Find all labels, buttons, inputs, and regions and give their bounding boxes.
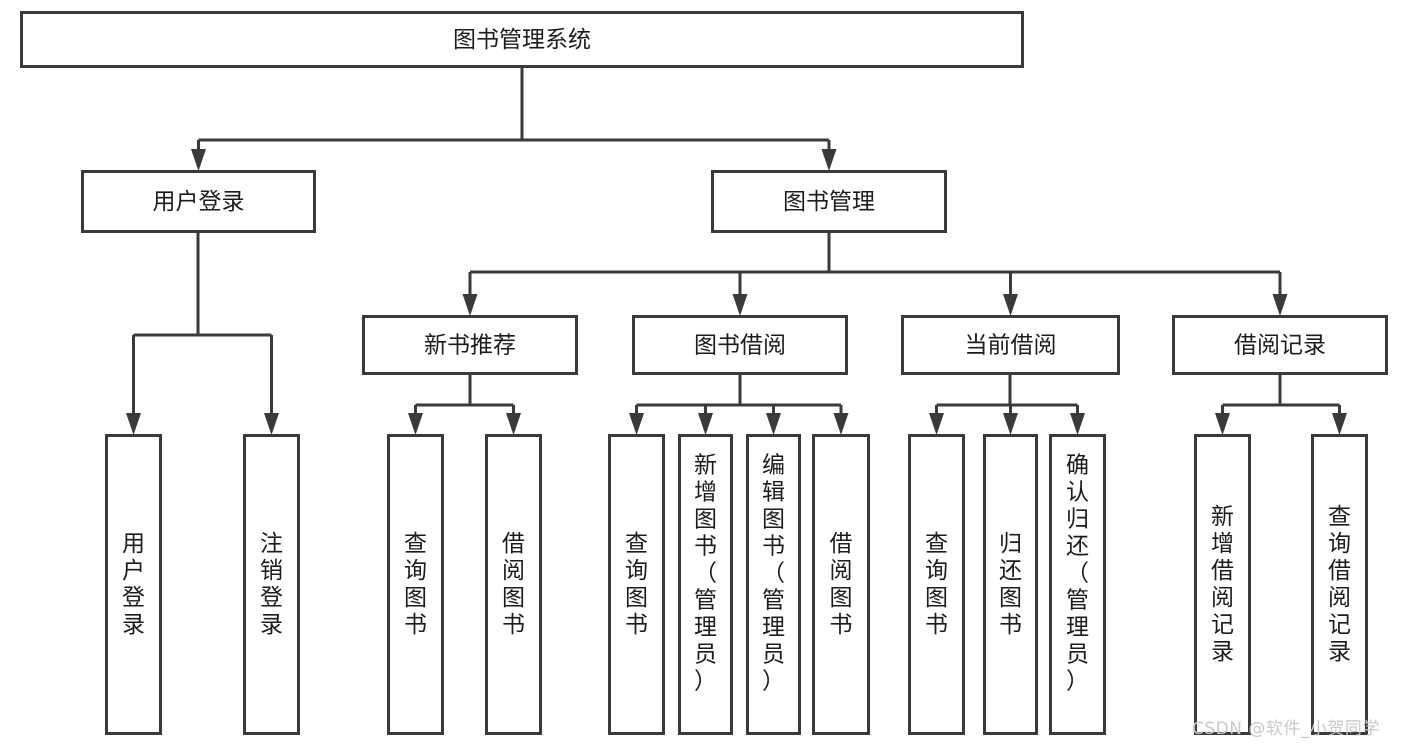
node-new-book-recommend[interactable]: 新书推荐 <box>362 315 578 375</box>
node-leaf-borrow-book-2[interactable]: 借阅图书 <box>812 434 870 735</box>
node-label: 查询图书 <box>625 531 648 638</box>
node-label: 查询图书 <box>404 531 427 638</box>
node-label: 借阅图书 <box>502 531 525 638</box>
node-leaf-borrow-book-1[interactable]: 借阅图书 <box>485 434 542 735</box>
node-label: 借阅图书 <box>830 531 853 638</box>
node-label: 图书管理系统 <box>453 27 591 53</box>
node-label: 注销登录 <box>260 531 283 638</box>
node-leaf-confirm-return[interactable]: 确认归还（管理员） <box>1049 434 1106 735</box>
edge-group-new-book-recommend <box>408 375 521 435</box>
node-leaf-query-book-1[interactable]: 查询图书 <box>387 434 444 735</box>
node-label: 当前借阅 <box>965 333 1057 359</box>
node-label: 用户登录 <box>153 189 245 215</box>
edges-layer <box>126 68 1347 435</box>
node-label: 确认归还（管理员） <box>1066 452 1089 694</box>
node-leaf-edit-book[interactable]: 编辑图书（管理员） <box>746 434 801 735</box>
node-leaf-query-book-3[interactable]: 查询图书 <box>908 434 965 735</box>
edge-group-book-management <box>462 233 1288 316</box>
node-label: 查询图书 <box>925 531 948 638</box>
node-root[interactable]: 图书管理系统 <box>20 11 1024 68</box>
node-current-borrow[interactable]: 当前借阅 <box>901 315 1120 375</box>
node-book-borrow[interactable]: 图书借阅 <box>632 315 848 375</box>
node-leaf-add-record[interactable]: 新增借阅记录 <box>1194 434 1251 735</box>
node-label: 用户登录 <box>122 531 145 638</box>
node-label: 新增借阅记录 <box>1211 504 1234 665</box>
node-leaf-query-record[interactable]: 查询借阅记录 <box>1311 434 1368 735</box>
node-label: 图书管理 <box>783 189 875 215</box>
edge-group-book-borrow <box>629 375 849 435</box>
node-label: 归还图书 <box>999 531 1022 638</box>
node-label: 新书推荐 <box>424 333 516 359</box>
node-book-management[interactable]: 图书管理 <box>711 170 947 233</box>
nodes-layer: 图书管理系统用户登录图书管理新书推荐图书借阅当前借阅借阅记录用户登录注销登录查询… <box>20 11 1388 735</box>
node-user-login[interactable]: 用户登录 <box>81 170 316 233</box>
node-leaf-return-book[interactable]: 归还图书 <box>983 434 1038 735</box>
edge-group-user-login <box>126 233 279 435</box>
node-leaf-user-login[interactable]: 用户登录 <box>105 434 162 735</box>
edge-group-root <box>191 68 837 171</box>
node-label: 借阅记录 <box>1234 333 1326 359</box>
node-leaf-logout[interactable]: 注销登录 <box>243 434 300 735</box>
node-leaf-add-book[interactable]: 新增图书（管理员） <box>678 434 733 735</box>
node-label: 新增图书（管理员） <box>694 452 717 694</box>
edge-group-current-borrow <box>929 375 1085 435</box>
node-label: 编辑图书（管理员） <box>762 452 785 694</box>
node-borrow-record[interactable]: 借阅记录 <box>1172 315 1388 375</box>
node-label: 图书借阅 <box>694 333 786 359</box>
node-label: 查询借阅记录 <box>1328 504 1351 665</box>
node-leaf-query-book-2[interactable]: 查询图书 <box>608 434 665 735</box>
edge-group-borrow-record <box>1215 375 1347 435</box>
